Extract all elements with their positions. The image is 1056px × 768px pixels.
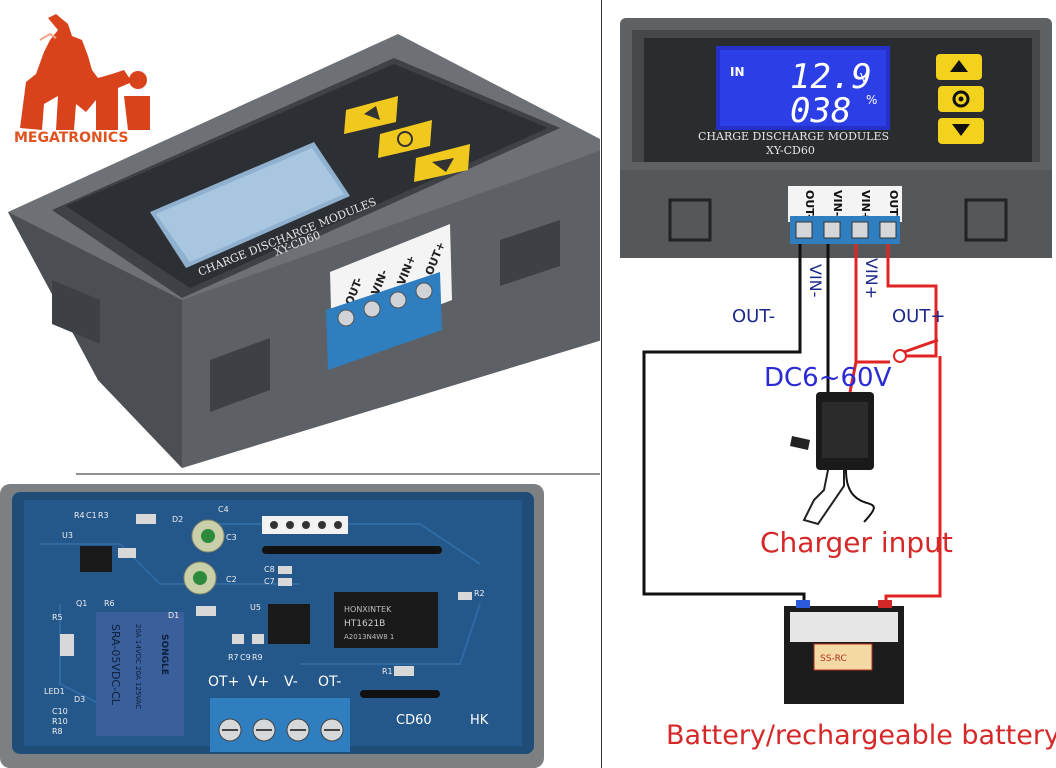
module-photo-panel: MEGATRONICS CHARGE DISCHARGE MODULES bbox=[0, 0, 600, 476]
chip-code: A2013N4W8 1 bbox=[344, 633, 394, 641]
supply-range: DC6~60V bbox=[764, 363, 892, 393]
comp-label: D3 bbox=[74, 695, 85, 704]
relay-rating: 20A 14VDC 20A 125VAC bbox=[134, 624, 142, 709]
settings-button-photo bbox=[378, 120, 432, 158]
comp-label: C4 bbox=[218, 505, 229, 514]
brand-name: MEGATRONICS bbox=[14, 130, 129, 146]
pcb-photo-panel: HONXINTEK HT1621B A2013N4W8 1 SRA-05VDC-… bbox=[0, 484, 544, 768]
pcb-terminal-1: OT+ bbox=[208, 674, 239, 690]
module-title: CHARGE DISCHARGE MODULES bbox=[698, 130, 889, 143]
comp-label: R8 bbox=[52, 727, 63, 736]
module-photo: MEGATRONICS CHARGE DISCHARGE MODULES bbox=[8, 14, 600, 475]
comp-label: C9 bbox=[240, 653, 251, 662]
wiring-diagram-panel: IN 12.9 V 038 % CHARGE DISCHARGE MODULES… bbox=[604, 0, 1056, 768]
up-arrow-icon bbox=[950, 60, 968, 72]
megatronics-logo-icon bbox=[20, 14, 150, 130]
pcb-terminal-2: V+ bbox=[248, 674, 269, 690]
battery-icon: SS-RC bbox=[784, 600, 904, 704]
label-out-minus: OUT- bbox=[732, 306, 775, 327]
comp-label: C7 bbox=[264, 577, 275, 586]
label-out-plus: OUT+ bbox=[892, 306, 945, 327]
pcb-terminal-3: V- bbox=[284, 674, 298, 690]
panel-divider bbox=[601, 0, 602, 768]
module-model: XY-CD60 bbox=[766, 144, 815, 157]
pcb-terminal-4: OT- bbox=[318, 674, 341, 690]
down-arrow-icon bbox=[952, 124, 970, 136]
comp-label: R2 bbox=[474, 589, 485, 598]
terminal-block-photo bbox=[326, 272, 442, 370]
output-switch-icon bbox=[893, 338, 939, 363]
comp-label: R10 bbox=[52, 717, 68, 726]
battery-plus-wire bbox=[884, 356, 942, 606]
comp-label: R7 bbox=[228, 653, 239, 662]
comp-label: D1 bbox=[168, 611, 179, 620]
battery-sticker: SS-RC bbox=[820, 654, 847, 664]
comp-label: D2 bbox=[172, 515, 183, 524]
relay bbox=[96, 612, 184, 736]
comp-label: C1 bbox=[86, 511, 97, 520]
board-name: CD60 bbox=[396, 713, 432, 728]
chip-model: HT1621B bbox=[344, 619, 385, 629]
charger-label: Charger input bbox=[760, 526, 953, 559]
charger-icon bbox=[790, 392, 875, 523]
comp-label: U3 bbox=[62, 531, 73, 540]
comp-label: C3 bbox=[226, 533, 237, 542]
lcd-voltage-unit: V bbox=[860, 71, 869, 85]
comp-label: Q1 bbox=[76, 599, 87, 608]
board-vendor: HK bbox=[470, 713, 489, 728]
comp-label: LED1 bbox=[44, 687, 65, 696]
down-button[interactable] bbox=[938, 118, 984, 144]
comp-label: U5 bbox=[250, 603, 261, 612]
comp-label: R1 bbox=[382, 667, 393, 676]
wiring-diagram: IN 12.9 V 038 % CHARGE DISCHARGE MODULES… bbox=[620, 18, 1056, 751]
comp-label: C2 bbox=[226, 575, 237, 584]
gear-icon bbox=[952, 90, 970, 108]
comp-label: R5 bbox=[52, 613, 63, 622]
terminal-label-2: VIN- bbox=[831, 190, 844, 216]
label-vin-plus: VIN+ bbox=[862, 258, 881, 299]
lcd-percent-unit: % bbox=[866, 93, 877, 107]
label-vin-minus: VIN- bbox=[806, 264, 825, 297]
battery-label: Battery/rechargeable battery bbox=[666, 720, 1056, 751]
comp-label: C10 bbox=[52, 707, 68, 716]
up-button[interactable] bbox=[936, 54, 982, 80]
out-plus-wire-top bbox=[886, 244, 938, 358]
lcd-voltage: 12.9 bbox=[790, 57, 872, 97]
pcb-photo: HONXINTEK HT1621B A2013N4W8 1 SRA-05VDC-… bbox=[0, 484, 544, 768]
comp-label: C8 bbox=[264, 565, 275, 574]
chip-brand: HONXINTEK bbox=[344, 605, 392, 614]
comp-label: R3 bbox=[98, 511, 109, 520]
terminal-label-1: OUT- bbox=[803, 190, 816, 219]
out-minus-wire bbox=[642, 244, 806, 606]
lcd-driver-chip bbox=[334, 592, 438, 648]
relay-model: SRA-05VDC-CL bbox=[109, 624, 122, 706]
settings-button[interactable] bbox=[938, 86, 984, 112]
comp-label: R4 bbox=[74, 511, 85, 520]
terminal-label-3: VIN+ bbox=[859, 190, 872, 221]
lcd-mode: IN bbox=[730, 65, 745, 79]
lcd-percent: 038 bbox=[790, 91, 851, 131]
comp-label: R6 bbox=[104, 599, 115, 608]
relay-brand: SONGLE bbox=[159, 634, 169, 675]
comp-label: R9 bbox=[252, 653, 263, 662]
